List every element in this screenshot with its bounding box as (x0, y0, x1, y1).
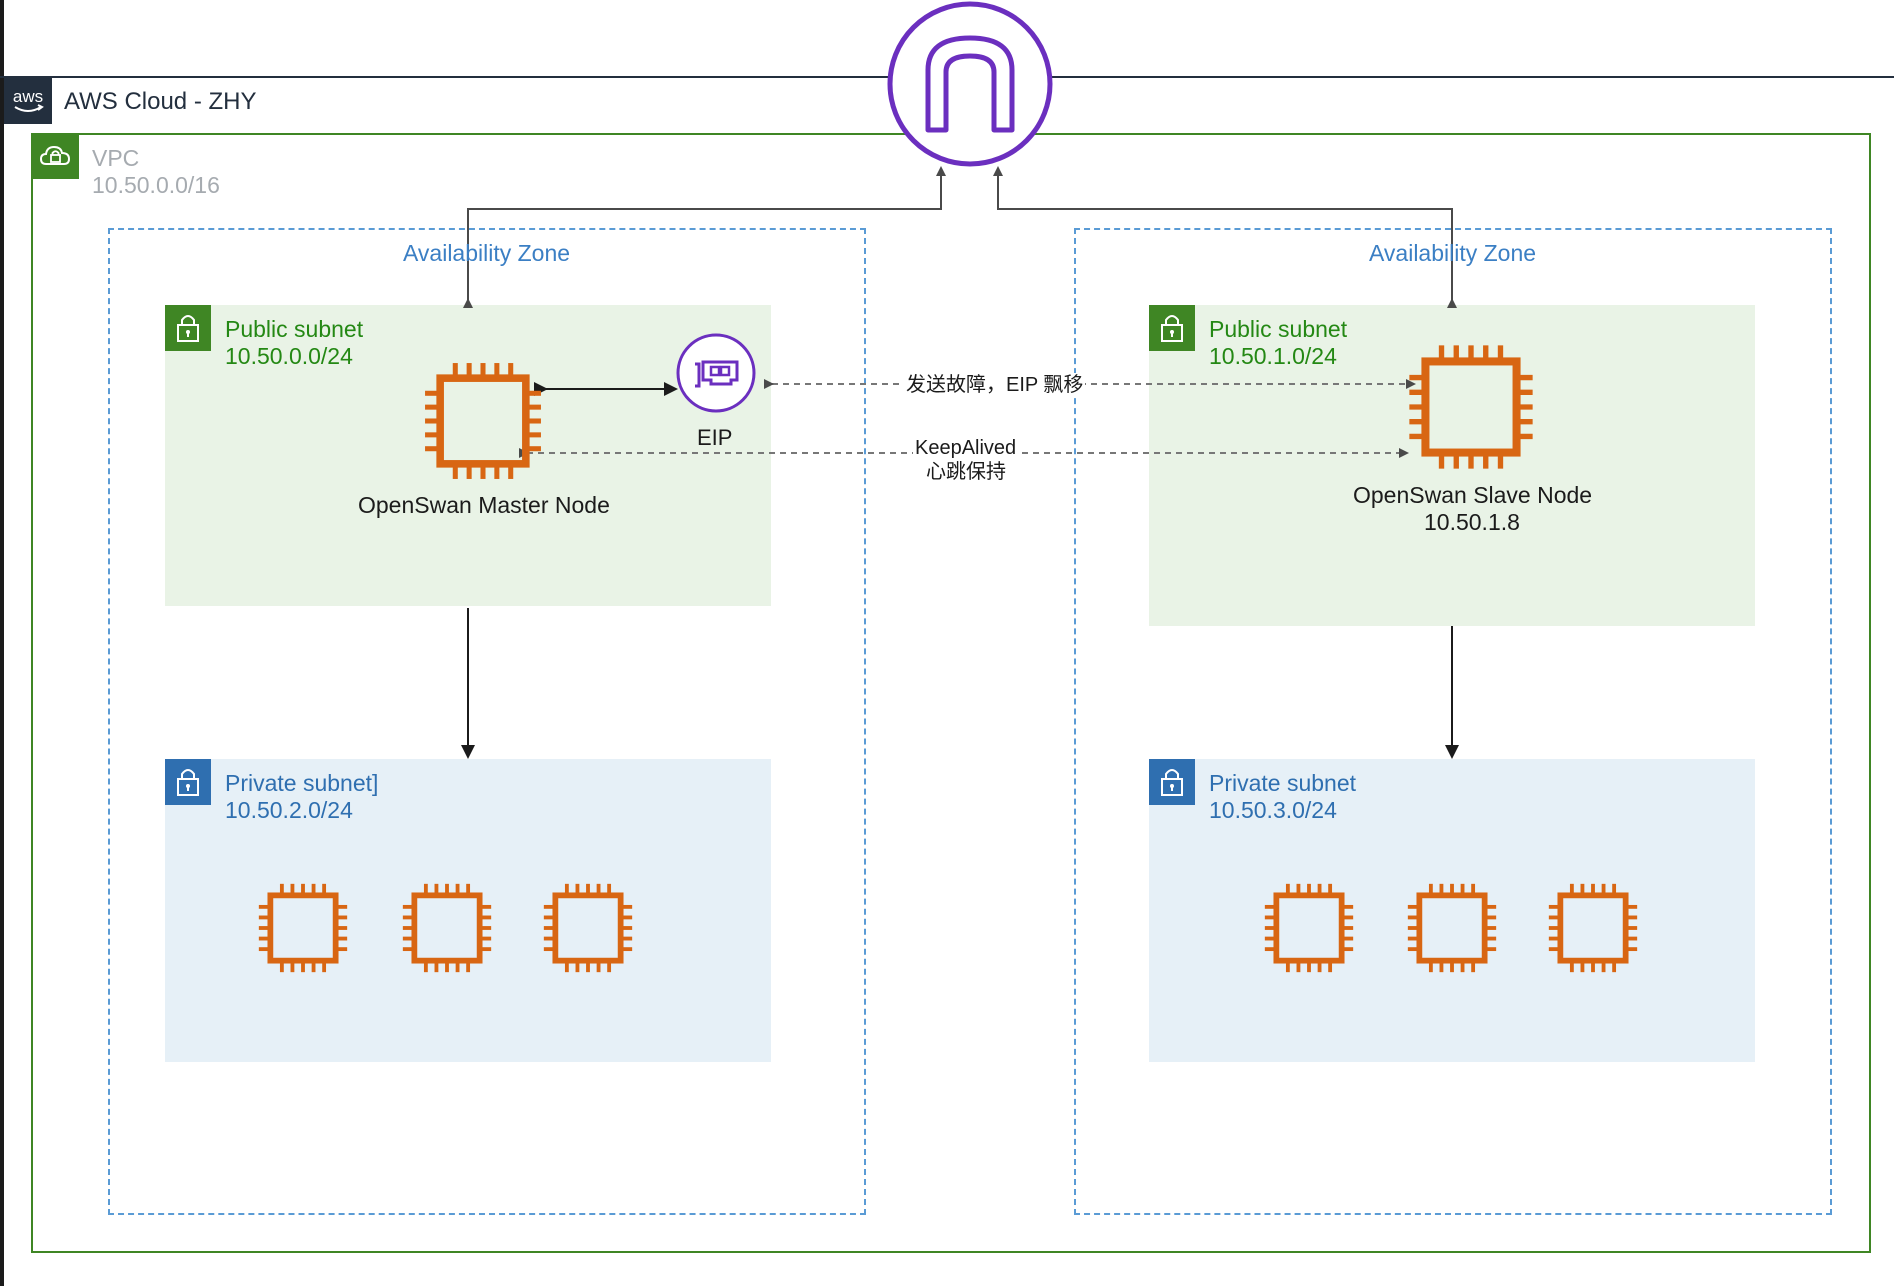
slave-node-label: OpenSwan Slave Node (1353, 482, 1593, 508)
edge-gateway-to-master (463, 166, 946, 308)
private-subnet-left (165, 759, 771, 1062)
aws-cloud-title: AWS Cloud - ZHY (64, 88, 257, 115)
public-subnet-right-cidr: 10.50.1.0/24 (1209, 343, 1337, 369)
private-left-ec2-icon-3[interactable] (540, 880, 636, 976)
public-subnet-right-lock-icon (1149, 305, 1195, 351)
availability-zone-right-label: Availability Zone (1369, 240, 1537, 266)
eip-label: EIP (697, 425, 733, 450)
public-subnet-left-cidr: 10.50.0.0/24 (225, 343, 353, 369)
private-subnet-left-name: Private subnet] (225, 770, 379, 796)
slave-node-ip: 10.50.1.8 (1424, 509, 1520, 535)
private-right-ec2-icon-2[interactable] (1404, 880, 1500, 976)
vpc-name: VPC (92, 145, 140, 171)
elastic-network-interface-icon[interactable] (675, 332, 757, 414)
vpc-cloud-lock-icon (31, 133, 79, 179)
private-right-ec2-icon-3[interactable] (1545, 880, 1641, 976)
private-subnet-left-lock-icon (165, 759, 211, 805)
public-subnet-right-name: Public subnet (1209, 316, 1348, 342)
public-subnet-left-name: Public subnet (225, 316, 364, 342)
canvas-left-border (0, 0, 4, 1286)
slave-node-ec2-icon[interactable] (1404, 340, 1538, 474)
availability-zone-left-label: Availability Zone (403, 240, 571, 266)
private-left-ec2-icon-2[interactable] (399, 880, 495, 976)
heartbeat-edge-label-line1: KeepAlived (913, 436, 1019, 460)
edge-gateway-to-slave (993, 166, 1457, 308)
private-subnet-right-name: Private subnet (1209, 770, 1357, 796)
internet-gateway-icon[interactable] (886, 0, 1054, 168)
master-node-ec2-icon[interactable] (420, 358, 546, 484)
aws-logo-text: aws (13, 87, 43, 106)
public-subnet-left-lock-icon (165, 305, 211, 351)
private-subnet-right-cidr: 10.50.3.0/24 (1209, 797, 1337, 823)
private-right-ec2-icon-1[interactable] (1261, 880, 1357, 976)
private-left-ec2-icon-1[interactable] (255, 880, 351, 976)
aws-logo-icon: aws (4, 78, 52, 124)
vpc-cidr: 10.50.0.0/16 (92, 172, 220, 198)
master-node-label: OpenSwan Master Node (358, 492, 610, 518)
heartbeat-edge-label-line2: 心跳保持 (924, 460, 1008, 484)
private-subnet-right-lock-icon (1149, 759, 1195, 805)
failover-edge-label: 发送故障，EIP 飘移 (904, 373, 1086, 397)
private-subnet-right (1149, 759, 1755, 1062)
private-subnet-left-cidr: 10.50.2.0/24 (225, 797, 353, 823)
